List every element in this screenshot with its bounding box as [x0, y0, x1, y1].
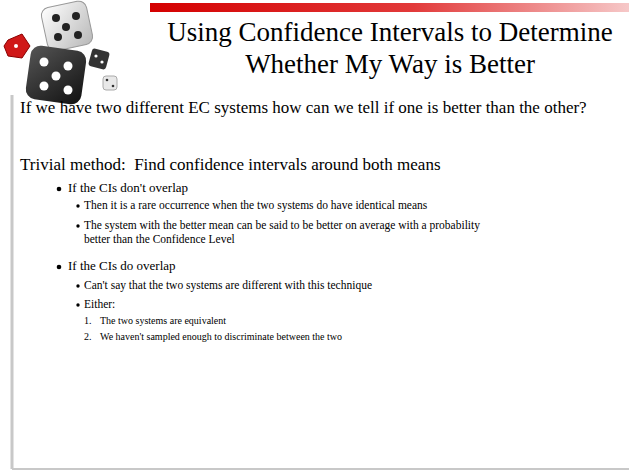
bottom-rule [12, 468, 629, 470]
dice-picture [4, 0, 117, 106]
left-rule [11, 95, 14, 469]
list-number: 2. [84, 331, 100, 343]
sub-bullet-text: The system with the better mean can be s… [84, 219, 504, 247]
method-text: Trivial method: Find confidence interval… [20, 155, 615, 175]
bullet-text: If the CIs do overlap [68, 258, 608, 274]
question-text: If we have two different EC systems how … [20, 98, 629, 118]
bullet-text: If the CIs don't overlap [68, 180, 608, 196]
list-item-text: The two systems are equivalent [100, 315, 600, 327]
slide-title: Using Confidence Intervals to Determine … [160, 16, 620, 81]
bullet-dots [57, 187, 80, 307]
header-bar [150, 3, 629, 12]
sub-bullet-text: Either: [84, 298, 614, 312]
sub-bullet-text: Can't say that the two systems are diffe… [84, 279, 614, 293]
sub-bullet-text: Then it is a rare occurrence when the tw… [84, 199, 614, 213]
list-number: 1. [84, 315, 100, 327]
list-item-text: We haven't sampled enough to discriminat… [100, 331, 600, 343]
